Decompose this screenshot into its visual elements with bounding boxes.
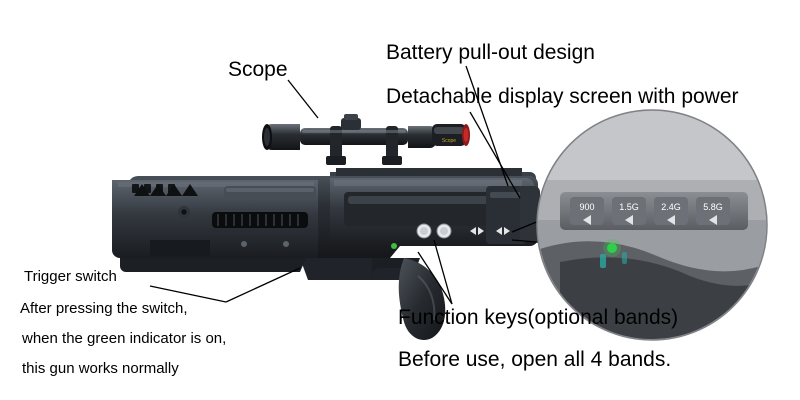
display-closeup-inset: 900 1.5G 2.4G 5.8G — [536, 109, 768, 341]
annotation-trigger-line-4: this gun works normally — [22, 360, 179, 377]
band-label-1: 1.5G — [619, 202, 639, 212]
band-label-3: 5.8G — [703, 202, 723, 212]
annotation-display: Detachable display screen with power — [386, 85, 739, 108]
annotation-trigger-line-3: when the green indicator is on, — [22, 330, 227, 347]
gun-body — [112, 168, 540, 341]
svg-text:Scope: Scope — [442, 138, 456, 144]
annotation-trigger-line-2: After pressing the switch, — [20, 300, 188, 317]
annotation-battery: Battery pull-out design — [386, 41, 595, 64]
annotation-trigger-line-1: Trigger switch — [24, 268, 117, 285]
scope-assembly: Scope — [262, 114, 470, 165]
annotation-function-keys: Function keys(optional bands) — [398, 306, 679, 329]
band-label-2: 2.4G — [661, 202, 681, 212]
band-label-0: 900 — [579, 202, 594, 212]
annotation-scope: Scope — [228, 58, 288, 81]
annotation-before-use: Before use, open all 4 bands. — [398, 348, 672, 371]
